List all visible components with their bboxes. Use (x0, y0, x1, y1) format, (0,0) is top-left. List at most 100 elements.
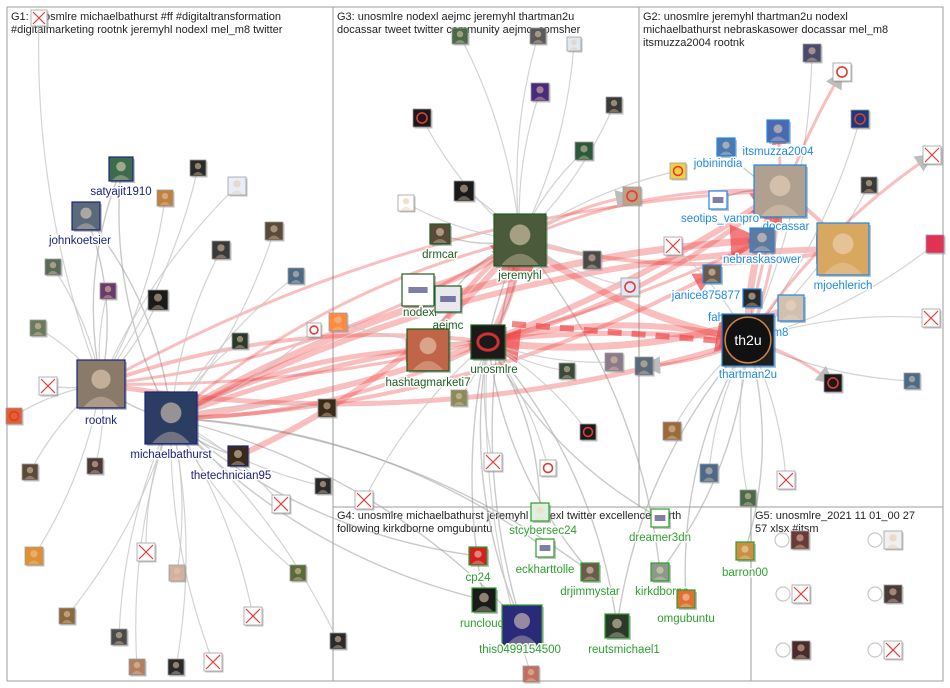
edge-weak (681, 339, 749, 600)
missing-avatar-icon (38, 376, 59, 397)
panel-g5 (750, 506, 944, 682)
node-label-seotips_vanpro: seotips_vanpro (681, 213, 759, 225)
node-label-hashtagmarketi7: hashtagmarketi7 (385, 377, 470, 389)
node-label-nodexl: nodexl (403, 307, 437, 319)
node-label-halo: seotips_vanpro (681, 213, 759, 225)
node-label-halo: kirkdborne (635, 586, 689, 598)
avatar-node (604, 352, 625, 373)
panel-g2-line2: michaelbathurst nebraskasower docassar m… (643, 24, 888, 36)
avatar-node (860, 176, 879, 195)
missing-avatar-icon (136, 542, 157, 563)
node-label-halo: hashtagmarketi7 (385, 377, 470, 389)
g5-self-loop (775, 642, 791, 658)
node-label-omgubuntu: omgubuntu (657, 613, 715, 625)
avatar-node (522, 665, 541, 684)
avatar-node (605, 96, 624, 115)
node-label-barron00: barron00 (722, 567, 768, 579)
avatar-node (450, 389, 469, 408)
avatar-node (539, 459, 558, 478)
dashed-link (511, 321, 723, 344)
g5-self-loop (775, 586, 791, 602)
avatar-node (558, 362, 577, 381)
node-label-halo: jobinindia (693, 158, 743, 170)
node-label-itsmuzza2004: itsmuzza2004 (743, 146, 815, 158)
avatar-node (883, 530, 904, 551)
edge-peripheral (363, 341, 489, 501)
edge-strong (236, 237, 523, 459)
node-label-halo: reutsmichael1 (588, 644, 660, 656)
g5-self-loop (867, 642, 883, 658)
g5-self-loop (867, 586, 883, 602)
panel-g5-line1: G5: unosmlre_2021 11 01_00 27 (755, 510, 915, 522)
edge-weak (92, 168, 123, 385)
node-label-thetechnician95: thetechnician95 (191, 470, 272, 482)
avatar-node (579, 423, 598, 442)
node-label-stcybersec24: stcybersec24 (509, 525, 577, 537)
avatar-node (622, 186, 643, 207)
missing-avatar-icon (483, 452, 504, 473)
node-label-halo: runcloud (460, 618, 504, 630)
node-label-halo: omgubuntu (657, 613, 715, 625)
node-label-halo: stcybersec24 (509, 525, 577, 537)
edge-weak (170, 417, 485, 603)
node-label-halo: nebraskasower (723, 254, 801, 266)
avatar-node (211, 240, 232, 261)
missing-avatar-icon (663, 236, 684, 257)
avatar-node (99, 282, 118, 301)
panel-title-g1: G1: unosmlre michaelbathurst #ff #digita… (11, 11, 284, 36)
edge-weak (487, 341, 591, 573)
node-label-cp24: cp24 (466, 572, 492, 584)
node-label-halo: thetechnician95 (191, 470, 272, 482)
edge-peripheral (100, 185, 238, 385)
th2u-logo-text: th2u (734, 332, 761, 348)
avatar-node (317, 398, 338, 419)
missing-avatar-icon (921, 308, 942, 329)
avatar-node (168, 564, 187, 583)
node-label-halo: janice875877 (671, 290, 740, 302)
edge-weak (487, 341, 621, 627)
avatar-node (883, 584, 904, 605)
avatar-node (823, 373, 844, 394)
panel-title-g2: G2: unosmlre jeremyhl thartman2u nodexl … (643, 11, 891, 49)
edge-weak (85, 215, 172, 419)
avatar-node (156, 189, 175, 208)
node-label-rootnk: rootnk (85, 415, 117, 427)
avatar-node (264, 221, 285, 242)
node-label-halo: rootnk (85, 415, 117, 427)
node-label-halo: cp24 (466, 572, 492, 584)
edge-peripheral (35, 17, 102, 385)
node-label-halo: thartman2u (719, 369, 777, 381)
edge-weak (613, 339, 749, 627)
